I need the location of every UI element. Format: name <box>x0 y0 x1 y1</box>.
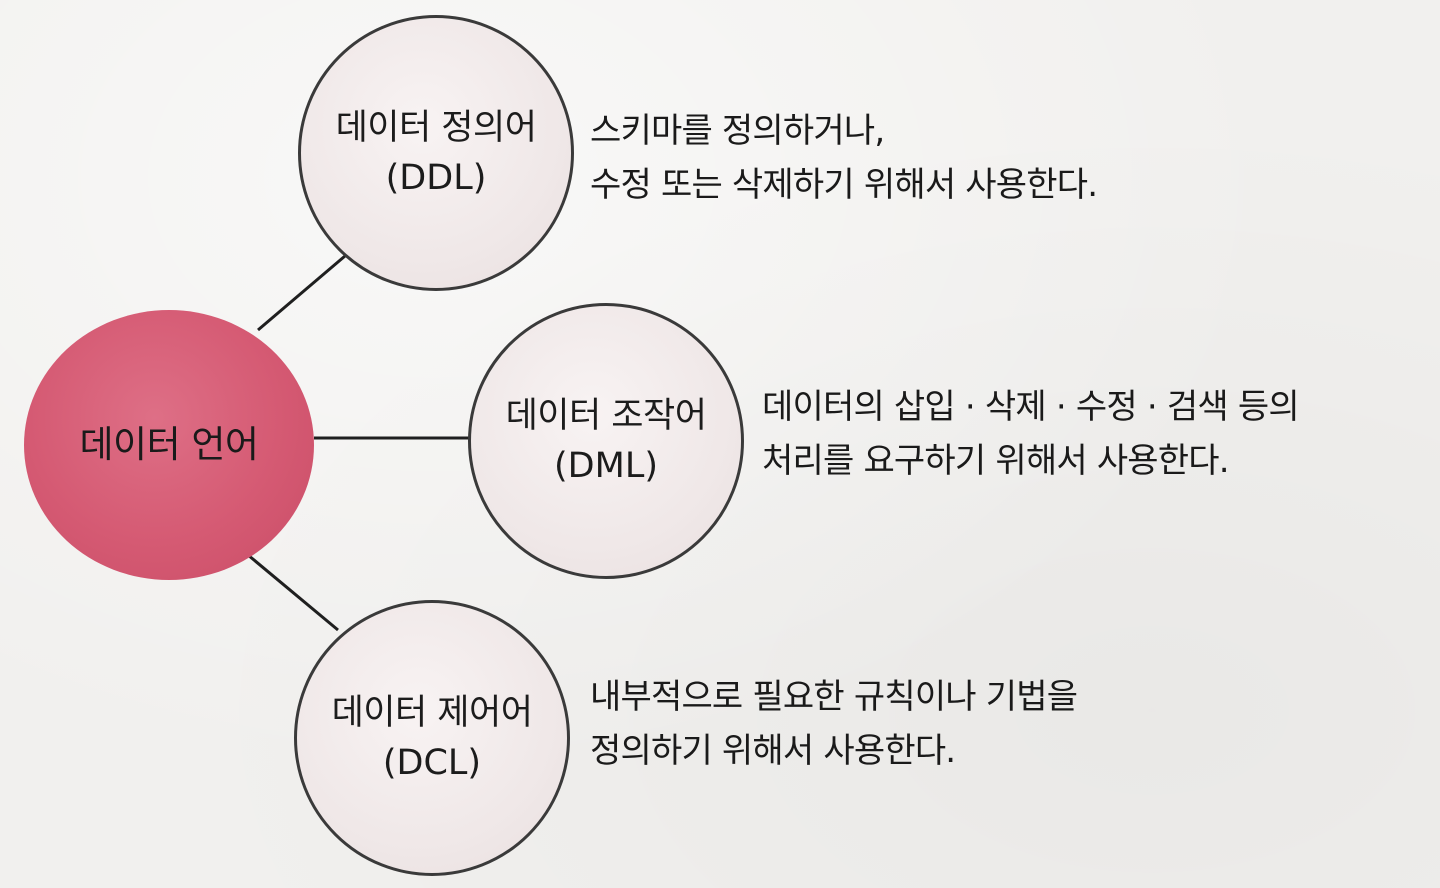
description-dcl-line-1: 내부적으로 필요한 규칙이나 기법을 <box>590 677 1078 717</box>
description-dml-line-2: 처리를 요구하기 위해서 사용한다. <box>762 441 1230 481</box>
node-dml: 데이터 조작어 (DML) <box>468 303 744 579</box>
description-ddl-line-1: 스키마를 정의하거나, <box>590 111 885 151</box>
description-ddl-line-2: 수정 또는 삭제하기 위해서 사용한다. <box>590 165 1098 205</box>
description-dml-line-1: 데이터의 삽입 · 삭제 · 수정 · 검색 등의 <box>762 387 1300 427</box>
root-node-label: 데이터 언어 <box>79 423 259 466</box>
node-ddl-abbr: (DDL) <box>385 158 487 198</box>
description-dml: 데이터의 삽입 · 삭제 · 수정 · 검색 등의 처리를 요구하기 위해서 사… <box>762 380 1300 488</box>
connector-root-dcl <box>247 553 339 632</box>
connector-root-ddl <box>257 254 346 332</box>
node-ddl: 데이터 정의어 (DDL) <box>298 15 574 291</box>
node-ddl-title: 데이터 정의어 <box>335 108 537 148</box>
node-dcl: 데이터 제어어 (DCL) <box>294 600 570 876</box>
node-dcl-abbr: (DCL) <box>382 743 482 783</box>
root-node-data-language: 데이터 언어 <box>24 310 314 580</box>
description-dcl-line-2: 정의하기 위해서 사용한다. <box>590 731 956 771</box>
description-ddl: 스키마를 정의하거나, 수정 또는 삭제하기 위해서 사용한다. <box>590 104 1098 212</box>
node-dcl-title: 데이터 제어어 <box>331 693 533 733</box>
node-dml-abbr: (DML) <box>554 446 658 486</box>
node-dml-title: 데이터 조작어 <box>505 396 707 436</box>
description-dcl: 내부적으로 필요한 규칙이나 기법을 정의하기 위해서 사용한다. <box>590 670 1078 778</box>
